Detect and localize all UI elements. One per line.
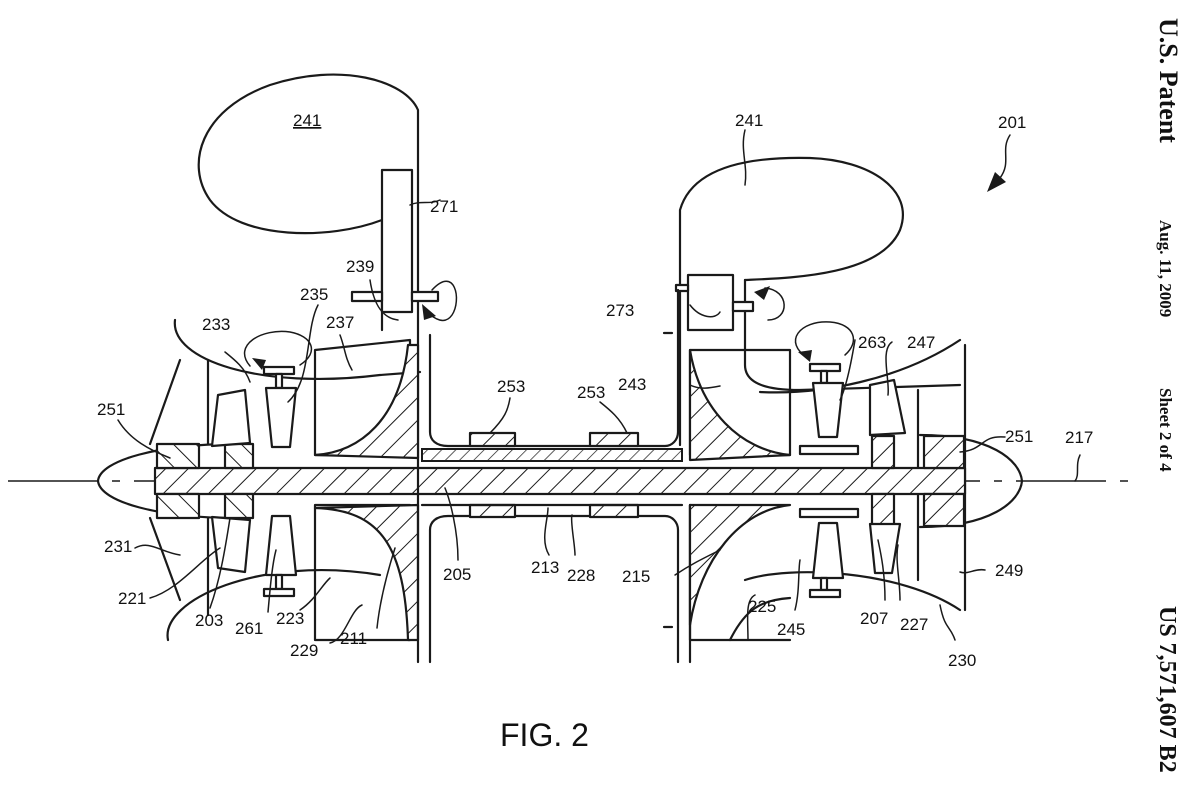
label-215: 215 — [622, 567, 650, 586]
label-253-b: 253 — [577, 383, 605, 402]
label-247: 247 — [907, 333, 935, 352]
label-225: 225 — [748, 597, 776, 616]
label-241-left: 241 — [293, 111, 321, 130]
right-turbine-wheel — [688, 348, 792, 642]
label-221: 221 — [118, 589, 146, 608]
label-245: 245 — [777, 620, 805, 639]
label-217: 217 — [1065, 428, 1093, 447]
label-251-left: 251 — [97, 400, 125, 419]
label-203: 203 — [195, 611, 223, 630]
label-271: 271 — [430, 197, 458, 216]
left-nose-cone — [96, 442, 255, 520]
figure-caption: FIG. 2 — [500, 717, 589, 753]
left-variable-vanes — [243, 330, 313, 598]
label-229: 229 — [290, 641, 318, 660]
label-253-a: 253 — [497, 377, 525, 396]
label-235: 235 — [300, 285, 328, 304]
sheet-number: Sheet 2 of 4 — [1156, 388, 1175, 472]
label-241-right: 241 — [735, 111, 763, 130]
label-213: 213 — [531, 558, 559, 577]
label-261: 261 — [235, 619, 263, 638]
label-230: 230 — [948, 651, 976, 670]
label-207: 207 — [860, 609, 888, 628]
label-223: 223 — [276, 609, 304, 628]
label-273: 273 — [606, 301, 634, 320]
left-stator-vanes — [210, 388, 252, 574]
left-inlet-housing — [148, 318, 422, 642]
right-actuator — [674, 273, 785, 332]
label-249: 249 — [995, 561, 1023, 580]
patent-header: U.S. Patent Aug. 11, 2009 Sheet 2 of 4 U… — [1154, 18, 1183, 773]
label-263: 263 — [858, 333, 886, 352]
right-volute — [678, 156, 962, 447]
right-stator-vanes — [868, 378, 907, 575]
label-239: 239 — [346, 257, 374, 276]
label-251-right: 251 — [1005, 427, 1033, 446]
label-227: 227 — [900, 615, 928, 634]
label-201: 201 — [998, 113, 1026, 132]
leader-lines — [117, 129, 1081, 644]
label-237: 237 — [326, 313, 354, 332]
label-228: 228 — [567, 566, 595, 585]
right-variable-vanes — [794, 321, 860, 599]
label-205: 205 — [443, 565, 471, 584]
shaft — [153, 466, 967, 496]
publisher-label: U.S. Patent — [1154, 18, 1183, 143]
label-243: 243 — [618, 375, 646, 394]
patent-number: US 7,571,607 B2 — [1154, 606, 1180, 773]
label-211: 211 — [340, 629, 367, 648]
label-233: 233 — [202, 315, 230, 334]
patent-date: Aug. 11, 2009 — [1156, 220, 1175, 317]
left-actuator — [350, 168, 458, 322]
assembly-arrow — [987, 134, 1011, 192]
label-231: 231 — [104, 537, 132, 556]
